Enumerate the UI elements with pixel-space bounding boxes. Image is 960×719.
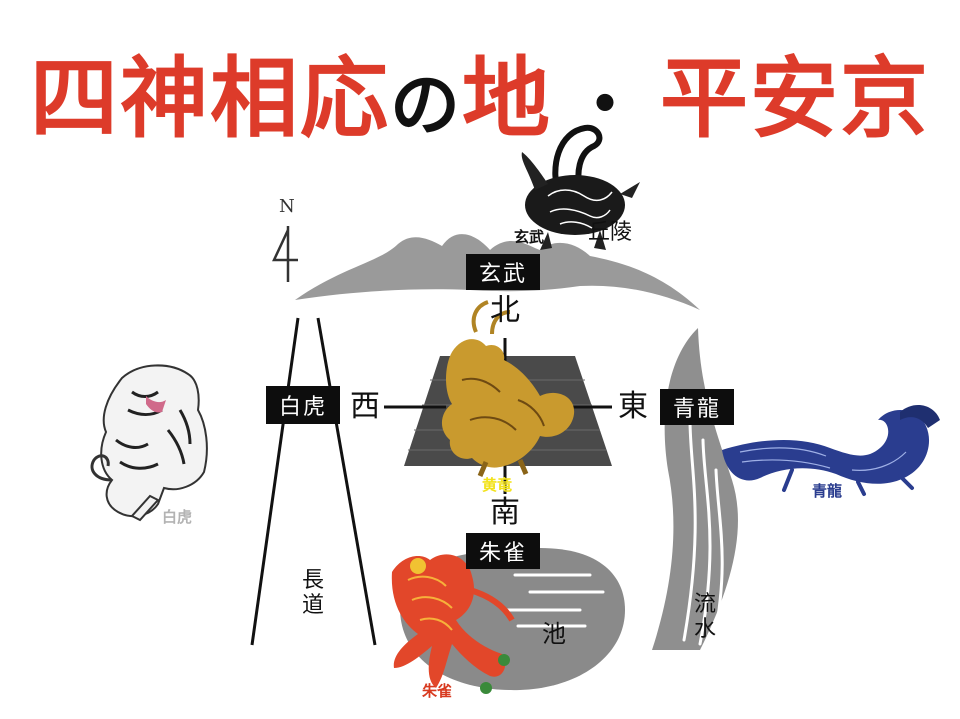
north-arrow <box>272 226 298 282</box>
title-part-1: 四神相応 <box>29 47 390 150</box>
direction-south: 南 <box>490 495 520 530</box>
label-stream: 流水 <box>693 592 716 643</box>
byakko-illustration <box>90 364 208 522</box>
box-byakko: 白虎 <box>266 386 340 424</box>
direction-west: 西 <box>350 389 380 424</box>
box-suzaku: 朱雀 <box>466 533 540 569</box>
box-seiryu: 青龍 <box>660 389 734 425</box>
caption-koryu: 黄竜 <box>482 476 513 494</box>
title-separator: ・ <box>570 64 642 146</box>
caption-suzaku: 朱雀 <box>422 682 453 700</box>
genbu-illustration <box>521 124 640 250</box>
road-lines <box>250 317 377 646</box>
box-genbu: 玄武 <box>466 254 540 290</box>
label-hills: 丘陵 <box>588 220 633 245</box>
direction-east: 東 <box>618 389 648 424</box>
title-part-4: 平安京 <box>660 47 931 150</box>
kirin-illustration <box>441 300 575 477</box>
label-road: 長道 <box>301 568 324 619</box>
label-pond: 池 <box>542 620 566 648</box>
caption-genbu: 玄武 <box>514 228 545 246</box>
direction-north: 北 <box>490 293 520 328</box>
title-part-2: の <box>389 64 462 146</box>
page-title: 四神相応 の 地 ・ 平安京 <box>0 28 960 150</box>
caption-byakko: 白虎 <box>162 508 193 526</box>
north-mark: N <box>279 196 295 217</box>
title-part-3: 地 <box>461 47 552 150</box>
seiryu-illustration <box>722 405 940 496</box>
suzaku-illustration <box>391 554 515 694</box>
caption-seiryu: 青龍 <box>812 482 843 500</box>
